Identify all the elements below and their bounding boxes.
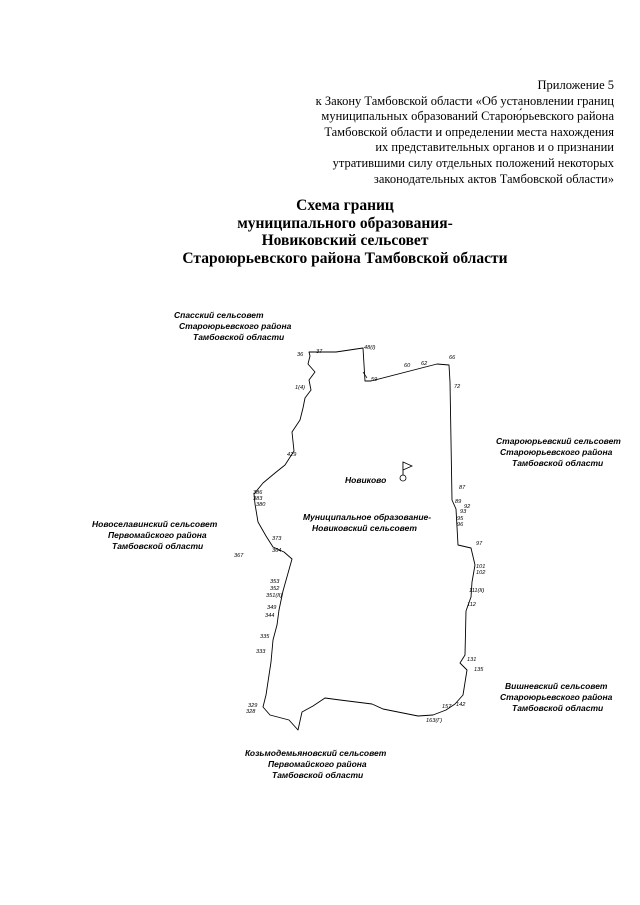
settlement-label: Новиково <box>345 475 386 485</box>
appendix-line: Приложение 5 <box>537 78 614 92</box>
appendix-line: Тамбовской области и определении места н… <box>324 124 614 139</box>
neighbor-label-line: Козьмодемьяновский сельсовет <box>245 748 387 758</box>
point-label: 62 <box>421 361 428 367</box>
appendix-line: к Закону Тамбовской области «Об установл… <box>315 93 614 108</box>
point-label: 367 <box>234 553 244 559</box>
point-label: 352 <box>270 586 280 592</box>
point-label: 373 <box>272 536 282 542</box>
neighbor-label-line: Тамбовской области <box>512 703 604 713</box>
point-label: 349 <box>267 605 276 611</box>
point-label: 48(I) <box>364 345 376 351</box>
point-label: 142 <box>456 702 466 708</box>
neighbor-label-line: Тамбовской области <box>112 541 204 551</box>
point-label: 96 <box>457 522 464 528</box>
document-title: Схема границ муниципального образования-… <box>150 197 540 267</box>
point-label: 364 <box>272 548 281 554</box>
point-label: 102 <box>476 570 486 576</box>
point-label: 135 <box>474 667 484 673</box>
point-label: 112 <box>467 602 477 608</box>
point-label: 335 <box>260 634 270 640</box>
point-label: 351(II) <box>266 593 282 599</box>
neighbor-label-line: Вишневский сельсовет <box>505 681 608 691</box>
point-label: 87 <box>459 485 466 491</box>
point-label: 353 <box>270 579 280 585</box>
neighbor-label-line: Тамбовской области <box>193 332 285 342</box>
point-label: 89 <box>455 499 461 505</box>
appendix-line: утратившими силу отдельных положений нек… <box>332 155 614 170</box>
neighbor-label-line: Староюрьевского района <box>500 692 613 702</box>
point-label: 93 <box>460 509 467 515</box>
point-label: 157 <box>442 704 452 710</box>
appendix-line: муниципальных образований Старою́рьевско… <box>321 109 614 124</box>
point-label: 37 <box>316 349 323 355</box>
point-label: 72 <box>454 384 461 390</box>
point-label: 36 <box>297 352 304 358</box>
point-label: 429 <box>287 452 296 458</box>
point-label: 111(II) <box>469 588 484 594</box>
point-label: 97 <box>476 541 483 547</box>
neighbor-label-line: Спасский сельсовет <box>174 310 264 320</box>
point-label: 344 <box>265 613 274 619</box>
appendix-header: Приложение 5 к Закону Тамбовской области… <box>234 78 614 187</box>
title-line: Новиковский сельсовет <box>261 232 429 249</box>
appendix-line: их представительных органов и о признани… <box>375 140 614 155</box>
point-label: 380 <box>256 502 266 508</box>
settlement-flag-icon <box>399 461 413 482</box>
boundary-stub <box>362 371 368 379</box>
point-label: 131 <box>467 657 476 663</box>
point-label: 163(Г) <box>426 718 442 724</box>
center-label-line: Муниципальное образование- <box>303 512 431 522</box>
neighbor-label-line: Тамбовской области <box>272 770 364 780</box>
neighbor-label-line: Староюрьевский сельсовет <box>496 436 621 446</box>
appendix-line: законодательных актов Тамбовской области… <box>373 171 614 186</box>
point-label: 60 <box>404 363 411 369</box>
municipal-boundary <box>253 347 476 731</box>
point-label: 329 <box>248 703 257 709</box>
point-label: 66 <box>449 355 456 361</box>
point-label: 95 <box>457 516 464 522</box>
neighbor-label-line: Тамбовской области <box>512 458 604 468</box>
point-label: 92 <box>464 504 471 510</box>
title-line: муниципального образования- <box>237 214 453 232</box>
point-label: 333 <box>256 649 266 655</box>
neighbor-label-line: Первомайского района <box>268 759 367 769</box>
point-label: 101 <box>476 564 485 570</box>
neighbor-label-line: Первомайского района <box>108 530 207 540</box>
point-label: 328 <box>246 709 256 715</box>
neighbor-label-line: Староюрьевского района <box>500 447 613 457</box>
point-label: 386 <box>253 490 263 496</box>
title-line: Схема границ <box>296 197 394 214</box>
neighbor-label-line: Новоселавинский сельсовет <box>92 519 218 529</box>
point-label: 1(4) <box>295 385 305 391</box>
neighbor-label-line: Староюрьевского района <box>179 321 292 331</box>
center-label-line: Новиковский сельсовет <box>312 523 417 533</box>
point-label: 383 <box>253 496 263 502</box>
title-line: Староюрьевского района Тамбовской област… <box>182 249 508 267</box>
point-label: 59 <box>371 377 377 383</box>
